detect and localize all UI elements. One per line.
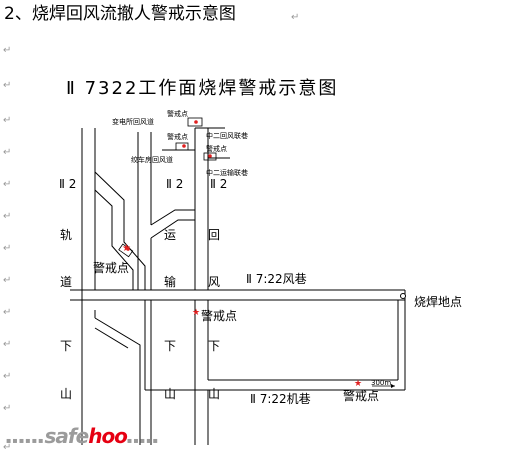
guard-star-icon: ★: [354, 379, 363, 389]
left-lane-label-4: 下: [60, 339, 73, 353]
machine-lane-label: Ⅱ 7:22机巷: [250, 392, 311, 406]
tiny-label: 变电所回风道: [112, 118, 154, 126]
connector-lower: [150, 219, 195, 239]
paragraph-mark-icon: ↵: [3, 371, 12, 382]
track-branch-lower: [94, 189, 134, 290]
paragraph-mark-icon: ↵: [3, 403, 12, 414]
paragraph-mark-icon: ↵: [291, 12, 300, 23]
paragraph-mark-icon: ↵: [3, 307, 12, 318]
tiny-label: 警戒点: [167, 133, 188, 141]
guard-star-icon: ★: [192, 308, 201, 318]
paragraph-mark-icon: ↵: [3, 339, 12, 350]
middle-lane-label-2: 运: [164, 228, 177, 242]
tiny-label: 警戒点: [167, 110, 188, 118]
weld-point-label: 烧焊地点: [414, 295, 463, 309]
paragraph-mark-icon: ↵: [3, 442, 12, 453]
section-heading: 2、烧焊回风流撤人警戒示意图: [4, 4, 236, 24]
paragraph-mark-icon: ↵: [3, 243, 12, 254]
right-lane-label-1: Ⅱ 2: [210, 177, 228, 191]
lower-diagonal-a: [94, 317, 141, 445]
tiny-label: 中二运输联巷: [206, 169, 248, 177]
left-lane-label-3: 道: [60, 275, 73, 289]
guard-star-icon: ★: [122, 243, 131, 254]
right-lane-label-4: 下: [208, 339, 221, 353]
tiny-label: 中二回风联巷: [206, 132, 248, 140]
wind-lane-label: Ⅱ 7:22风巷: [246, 272, 307, 286]
middle-lane-label-5: 山: [164, 387, 177, 401]
middle-lane-label-3: 输: [164, 275, 177, 289]
guard-point-label: 警戒点: [343, 389, 380, 403]
safehoo-watermark-logo: ▪▪▪▪▪▪safehoo▪▪▪▪▪: [6, 424, 160, 448]
guard-point-label: 警戒点: [93, 261, 130, 275]
guard-point-label: 警戒点: [201, 309, 238, 323]
lower-diagonal-b: [94, 327, 129, 349]
track-branch-upper: [94, 171, 146, 290]
paragraph-mark-icon: ↵: [3, 115, 12, 126]
left-lane-label-1: Ⅱ 2: [59, 177, 77, 191]
paragraph-mark-icon: ↵: [3, 147, 12, 158]
left-lane-label-2: 轨: [60, 228, 73, 242]
middle-lane-label-4: 下: [164, 339, 177, 353]
distance-label: 300m: [371, 379, 392, 387]
diagram-title: Ⅱ 7322工作面烧焊警戒示意图: [66, 78, 339, 99]
paragraph-mark-icon: ↵: [3, 211, 12, 222]
paragraph-mark-icon: ↵: [3, 275, 12, 286]
right-lane-label-5: 山: [208, 387, 221, 401]
middle-lane-label-1: Ⅱ 2: [166, 177, 184, 191]
paragraph-mark-icon: ↵: [3, 179, 12, 190]
left-lane-label-5: 山: [60, 387, 73, 401]
tiny-label: 警戒点: [206, 145, 227, 153]
weld-point-marker: [400, 293, 406, 299]
right-lane-label-2: 回: [208, 228, 221, 242]
tiny-label: 绞车房回风道: [131, 156, 173, 164]
paragraph-mark-icon: ↵: [3, 80, 12, 91]
paragraph-mark-icon: ↵: [3, 45, 12, 56]
connector-upper: [150, 209, 195, 226]
right-lane-label-3: 风: [208, 275, 221, 289]
